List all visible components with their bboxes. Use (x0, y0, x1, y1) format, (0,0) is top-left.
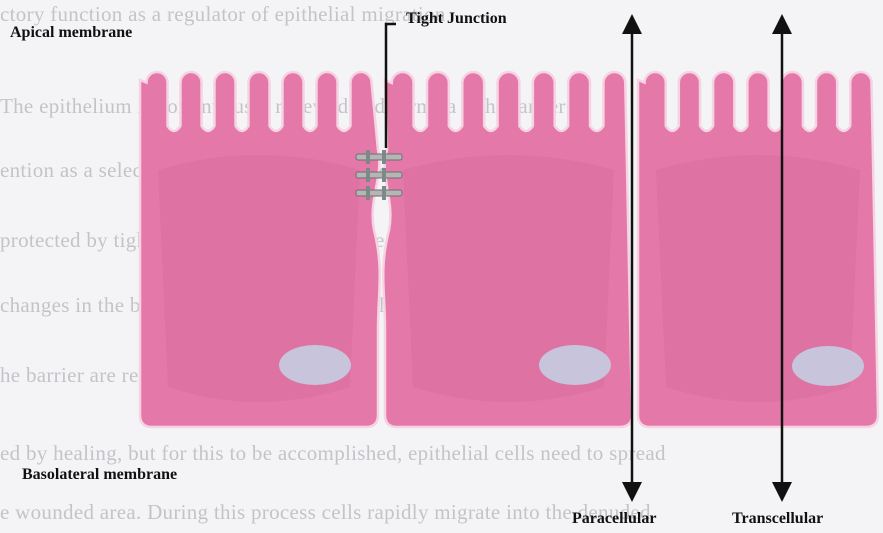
junction-protein-knob (382, 150, 386, 164)
junction-protein-knob (366, 150, 370, 164)
nucleus (539, 345, 611, 385)
basolateral-membrane-label: Basolateral membrane (22, 466, 177, 484)
tight-junction-proteins (356, 150, 402, 200)
junction-protein-knob (366, 168, 370, 182)
junction-protein-strand (356, 154, 402, 160)
junction-protein-knob (366, 186, 370, 200)
nucleus (279, 345, 351, 385)
paracellular-label: Paracellular (572, 510, 656, 528)
junction-protein-strand (356, 190, 402, 196)
tight-junction-label: Tight Junction (406, 10, 507, 28)
transcellular-label: Transcellular (732, 510, 823, 528)
junction-protein-strand (356, 172, 402, 178)
junction-protein-knob (382, 168, 386, 182)
nucleus (792, 346, 864, 386)
junction-protein-knob (382, 186, 386, 200)
apical-membrane-label: Apical membrane (10, 24, 132, 42)
